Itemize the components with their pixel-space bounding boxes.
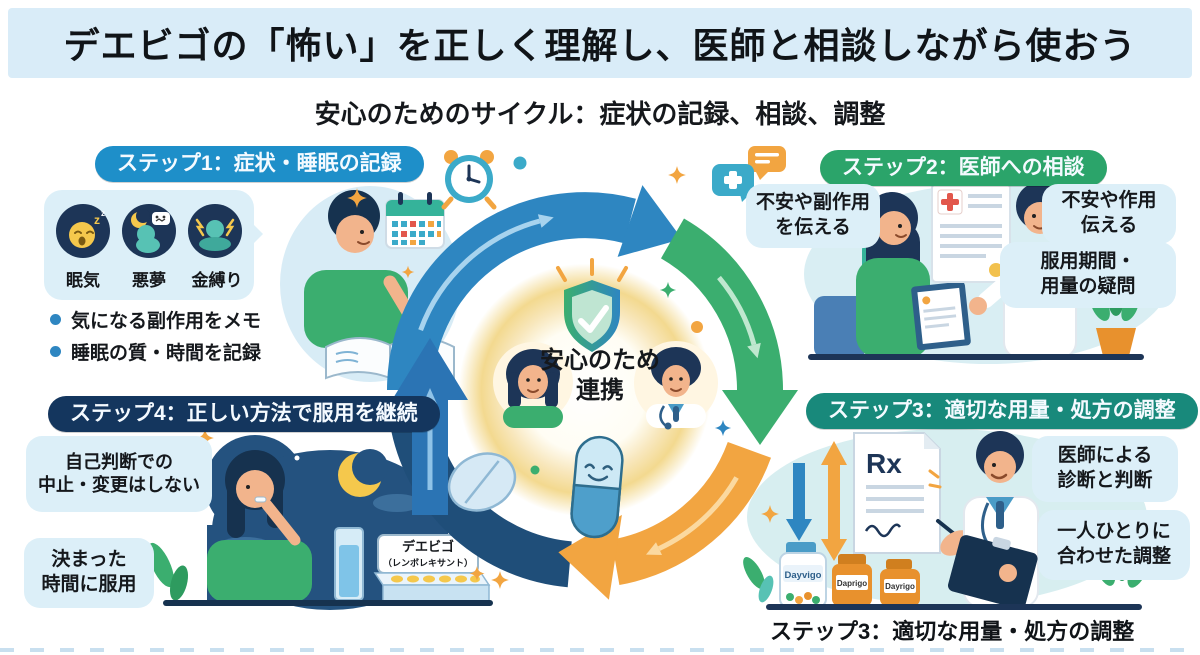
bubble-text: 自己判断での 中止・変更はしない (38, 451, 200, 495)
leaf-decoration (147, 542, 189, 601)
cycle-subtitle: 安心のためのサイクル：症状の記録、相談、調整 (314, 99, 886, 129)
patient-taking-pill-figure (207, 450, 312, 602)
patient-folder-icon (911, 281, 971, 351)
step3-bottom-caption: ステップ3：適切な用量・処方の調整 (770, 619, 1135, 644)
step1-bullet-2: 睡眠の質・時間を記録 (50, 338, 261, 365)
step4-bubble-2: 決まった 時間に服用 (24, 538, 154, 608)
center-caption-line1: 安心のため (540, 346, 660, 374)
step2-bubble-1: 不安や副作用 を伝える (746, 184, 880, 248)
clipboard-icon (947, 535, 1038, 610)
chat-icons (712, 146, 786, 202)
bottle-label: Daprigo (837, 579, 867, 588)
pill-case-icon: デエビゴ （レンボレキサント） (373, 534, 491, 603)
step1-label: ステップ1：症状・睡眠の記録 (95, 146, 424, 182)
chair (814, 296, 866, 358)
desk-line (808, 354, 1144, 360)
bubble-tail (252, 223, 274, 245)
dosage-arrow-blue-icon (786, 463, 812, 541)
bottom-dotted-divider (0, 648, 1200, 652)
sleepy-face-icon: z z (56, 204, 110, 258)
bubble-tail (210, 463, 232, 485)
rx-prescription-icon: Rx (853, 432, 941, 554)
svg-text:z: z (101, 209, 105, 218)
bullet-text: 睡眠の質・時間を記録 (71, 343, 262, 364)
pill-case-label-line1: デエビゴ (402, 539, 454, 554)
medical-document-icon (931, 183, 1011, 283)
step4-bubble-1: 自己判断での 中止・変更はしない (26, 436, 212, 512)
bullet-dot (50, 314, 61, 325)
doctor-avatar (634, 341, 718, 430)
symptom-label: 眠気 (66, 271, 100, 290)
capsule-icon (570, 435, 624, 539)
sleep-paralysis-icon (188, 204, 242, 258)
water-glass-icon (334, 527, 364, 601)
sparkle-icon (469, 566, 485, 581)
leaf-decoration-left (743, 557, 774, 603)
title-band: デエビゴの「怖い」を正しく理解し、医師と相談しながら使おう (8, 8, 1192, 78)
doctor-hand (969, 297, 987, 315)
chat-plus-icon (712, 164, 754, 202)
step2-bubble-3: 服用期間・ 用量の疑問 (1000, 242, 1176, 308)
moon-icon (338, 449, 388, 497)
bubble-text: 決まった 時間に服用 (41, 549, 137, 595)
step4-label: ステップ4：正しい方法で服用を継続 (48, 396, 440, 432)
symptom-label: 金縛り (191, 271, 243, 290)
bubble-tail (980, 264, 1002, 286)
table-line (766, 604, 1142, 610)
pill-case-label-line2: （レンボレキサント） (383, 557, 473, 568)
dosage-arrow-orange-icon (821, 441, 847, 561)
bubble-text: 不安や作用 伝える (1061, 190, 1157, 236)
svg-text:z: z (94, 213, 100, 227)
symptom-label: 悪夢 (132, 271, 166, 290)
bottle-label: Dayrigo (885, 582, 915, 591)
medicine-bottle-dayvigo: Dayvigo (779, 542, 827, 608)
bubble-text: 服用期間・ 用量の疑問 (1040, 251, 1136, 297)
bubble-tail (770, 244, 792, 266)
cycle-diagram: 安心のため 連携 (347, 156, 798, 600)
page-title: デエビゴの「怖い」を正しく理解し、医師と相談しながら使おう (63, 25, 1137, 66)
cycle-arc-green (660, 218, 798, 445)
step3-bubble-1: 医師による 診断と判断 (1032, 436, 1178, 502)
bubble-tail (152, 562, 174, 584)
bubble-tail (1012, 458, 1034, 480)
bubble-text: 医師による 診断と判断 (1057, 445, 1153, 491)
symptom-icons-bubble: z z 眠気 悪夢 金縛り (44, 190, 263, 300)
nightmare-icon (122, 204, 176, 258)
shield-check-icon (556, 258, 628, 352)
cycle-arc-blue (387, 185, 682, 391)
bubble-text: 不安や副作用 を伝える (755, 192, 870, 238)
step3-bubble-2: 一人ひとりに 合わせた調整 (1038, 510, 1190, 580)
chat-lines-icon (748, 146, 786, 180)
tablet-icon (447, 452, 517, 512)
sparkles (347, 156, 732, 589)
calendar-grid (392, 221, 441, 245)
step2-bubble-2: 不安や作用 伝える (1042, 184, 1176, 244)
center-caption-line2: 連携 (576, 376, 624, 404)
step3-label: ステップ3：適切な用量・処方の調整 (806, 393, 1198, 429)
medicine-bottle-dayrigo: Dayrigo (880, 559, 920, 606)
calendar-icon (385, 192, 445, 249)
patient-avatar (493, 342, 573, 428)
step4-scene-illustration: デエビゴ （レンボレキサント） (147, 429, 493, 610)
cycle-arc-orange (558, 441, 772, 600)
alarm-clock-icon (441, 150, 497, 210)
bottle-label: Dayvigo (785, 570, 822, 581)
medicine-bottle-daprigo: Daprigo (832, 554, 872, 606)
rx-text: Rx (866, 448, 902, 479)
pill-icon (254, 496, 267, 503)
step2-label: ステップ2：医師への相談 (820, 150, 1107, 186)
step1-bullet-1: 気になる副作用をメモ (50, 306, 261, 333)
bubble-text: 一人ひとりに 合わせた調整 (1056, 521, 1171, 567)
bubble-tail (1018, 534, 1040, 556)
sparkle-icon (761, 505, 779, 523)
bullet-text: 気になる副作用をメモ (71, 311, 262, 332)
table-line (163, 600, 493, 606)
bullet-dot (50, 346, 61, 357)
